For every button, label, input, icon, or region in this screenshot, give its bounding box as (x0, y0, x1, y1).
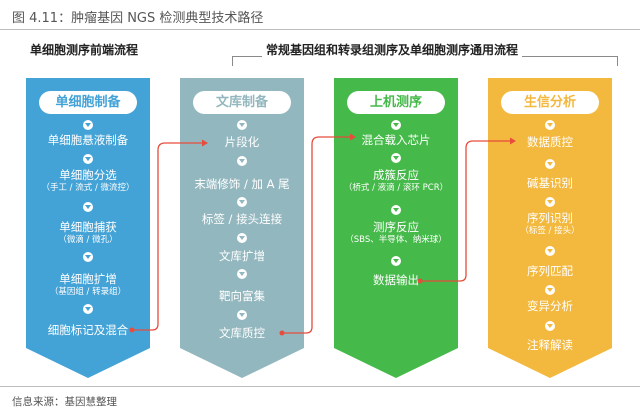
down-arrow-icon (237, 197, 247, 207)
down-arrow-icon (391, 205, 401, 215)
down-arrow-icon (545, 285, 555, 295)
down-arrow-icon (545, 197, 555, 207)
arrowhead-icon (202, 139, 208, 147)
step-item: 细胞标记及混合 (47, 323, 129, 337)
step-item: 变异分析 (527, 299, 573, 313)
down-arrow-icon (545, 321, 555, 331)
step-item: 标签 / 接头连接 (201, 212, 283, 226)
column-header-bioinformatics: 生信分析 (501, 91, 599, 114)
down-arrow-icon (83, 120, 93, 130)
down-arrow-icon (391, 256, 401, 266)
step-item: 单细胞捕获（微滴 / 微孔） (58, 220, 118, 246)
column-single-cell-prep: 单细胞制备 单细胞悬液制备 单细胞分选（手工 / 流式 / 微流控） 单细胞捕获… (26, 78, 150, 378)
down-arrow-icon (83, 304, 93, 314)
step-item: 序列匹配 (527, 264, 573, 278)
column-header-single-cell-prep: 单细胞制备 (39, 91, 137, 114)
connector-start-dot (129, 327, 135, 333)
column-bioinformatics: 生信分析 数据质控 碱基识别 序列识别（标签 / 接头） 序列匹配 变异分析 注… (488, 78, 612, 378)
step-item: 文库扩增 (219, 249, 265, 263)
arrowhead-icon (350, 133, 356, 141)
down-arrow-icon (237, 310, 247, 320)
connector-start-dot (417, 278, 423, 284)
bottom-divider (0, 386, 640, 387)
down-arrow-icon (83, 252, 93, 262)
column-header-library-prep: 文库制备 (193, 91, 291, 114)
step-item: 成簇反应（桥式 / 液滴 / 滚环 PCR） (343, 168, 449, 194)
top-divider (0, 29, 640, 30)
down-arrow-icon (545, 246, 555, 256)
down-arrow-icon (545, 159, 555, 169)
figure-title: 图 4.11：肿瘤基因 NGS 检测典型技术路径 (12, 11, 264, 26)
left-section-title: 单细胞测序前端流程 (30, 43, 139, 57)
step-item: 测序反应（SBS、半导体、纳米球） (345, 220, 447, 246)
step-item: 碱基识别 (527, 176, 573, 190)
connector-col3-to-col4 (420, 140, 510, 282)
connector-start-dot (279, 330, 285, 336)
connector-col2-to-col3 (282, 136, 350, 334)
step-item: 末端修饰 / 加 A 尾 (194, 177, 290, 191)
step-item: 文库质控 (219, 326, 265, 340)
column-library-prep: 文库制备 片段化 末端修饰 / 加 A 尾 标签 / 接头连接 文库扩增 靶向富… (180, 78, 304, 378)
right-section-title: 常规基因组和转录组测序及单细胞测序通用流程 (262, 41, 523, 58)
down-arrow-icon (391, 120, 401, 130)
connector-col1-to-col2 (132, 142, 202, 331)
down-arrow-icon (83, 154, 93, 164)
column-header-sequencing: 上机测序 (347, 91, 445, 114)
down-arrow-icon (391, 153, 401, 163)
step-item: 数据输出 (373, 273, 419, 287)
down-arrow-icon (237, 156, 247, 166)
step-item: 单细胞分选（手工 / 流式 / 微流控） (41, 168, 135, 194)
step-item: 片段化 (224, 135, 260, 149)
step-item: 注释解读 (527, 338, 573, 352)
down-arrow-icon (83, 202, 93, 212)
step-item: 靶向富集 (219, 289, 265, 303)
step-item: 单细胞悬液制备 (47, 133, 129, 147)
column-sequencing: 上机测序 混合载入芯片 成簇反应（桥式 / 液滴 / 滚环 PCR） 测序反应（… (334, 78, 458, 378)
step-item: 混合载入芯片 (361, 133, 431, 147)
source-note: 信息来源：基因慧整理 (12, 396, 117, 408)
step-item: 数据质控 (527, 135, 573, 149)
down-arrow-icon (237, 233, 247, 243)
down-arrow-icon (237, 269, 247, 279)
step-item: 单细胞扩增（基因组 / 转录组） (49, 272, 127, 298)
arrowhead-icon (510, 137, 516, 145)
down-arrow-icon (237, 120, 247, 130)
down-arrow-icon (545, 120, 555, 130)
step-item: 序列识别（标签 / 接头） (520, 211, 580, 237)
